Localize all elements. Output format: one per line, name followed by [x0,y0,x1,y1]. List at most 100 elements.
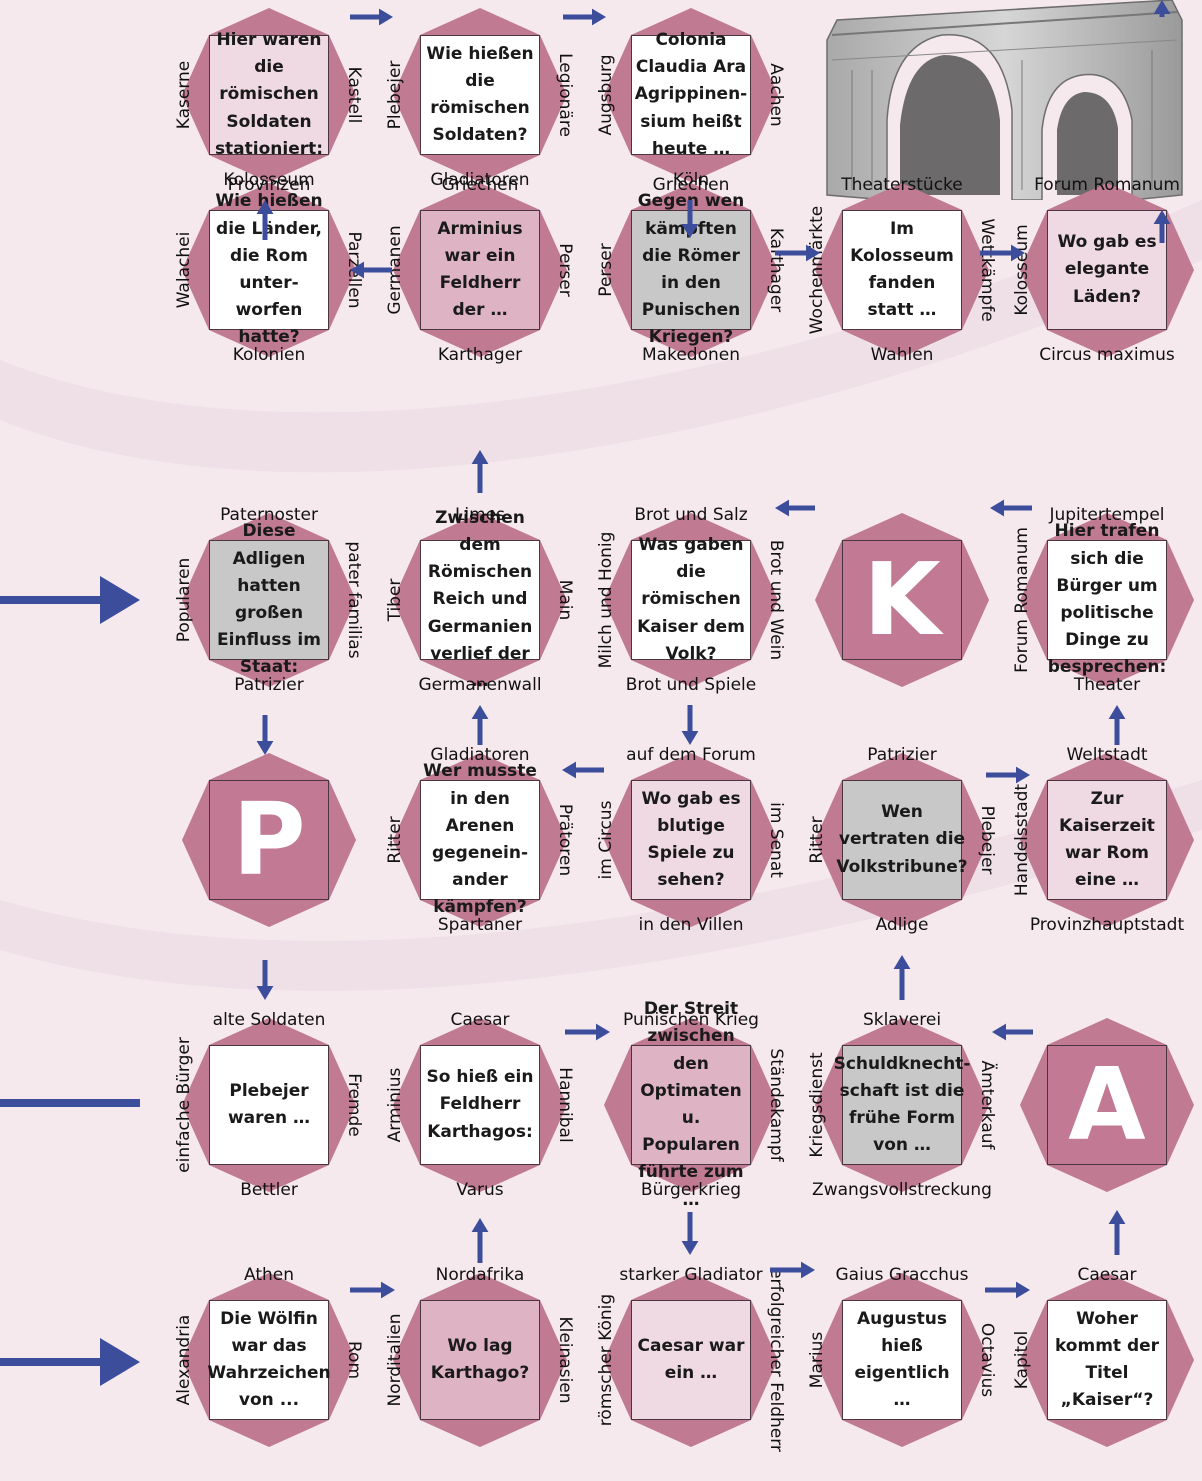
answer-option-right[interactable]: Kleinasien [555,1316,575,1404]
question-card[interactable]: Colonia Claudia Ara Agrippinen- sium hei… [631,30,751,159]
question-card[interactable]: P [209,780,329,900]
answer-option-right[interactable]: Main [555,579,575,621]
answer-option-top[interactable]: Provinzen [227,175,311,195]
board-tile-r2c3[interactable]: Gegen wen kämpften die Römer in den Puni… [596,175,786,365]
answer-option-bottom[interactable]: in den Villen [638,915,744,935]
question-card[interactable]: Arminius war ein Feldherr der … [420,210,540,330]
board-tile-r3c3[interactable]: Was gaben die römischen Kaiser dem Volk?… [596,505,786,695]
answer-option-top[interactable]: Limes [454,505,506,525]
question-card[interactable]: Zwischen dem Römischen Reich und Germani… [420,508,540,691]
question-card[interactable]: A [1047,1045,1167,1165]
question-card[interactable]: Caesar war ein … [631,1300,751,1420]
answer-option-left[interactable]: Milch und Honig [596,531,616,669]
board-tile-r3c4[interactable]: K [807,505,997,695]
answer-option-bottom[interactable]: Kolonien [232,345,306,365]
question-card[interactable]: Wen vertraten die Volkstribune? [836,780,968,900]
answer-option-top[interactable]: Jupitertempel [1049,505,1165,525]
answer-option-left[interactable]: Norditalien [385,1313,405,1407]
answer-option-top[interactable]: Caesar [450,1010,510,1030]
question-card[interactable]: Wie hießen die Länder, die Rom unter- wo… [209,191,329,347]
answer-option-left[interactable]: Kapitol [1012,1330,1032,1390]
answer-option-left[interactable]: Forum Romanum [1012,527,1032,673]
question-card[interactable]: Schuldknecht- schaft ist die frühe Form … [834,1045,970,1165]
answer-option-right[interactable]: erfolgreicher Feldherr [766,1268,786,1452]
answer-option-left[interactable]: Wochenmärkte [807,205,827,335]
answer-option-bottom[interactable]: Gladiatoren [430,170,530,190]
board-tile-r1c3[interactable]: Colonia Claudia Ara Agrippinen- sium hei… [596,0,786,190]
answer-option-right[interactable]: Rom [344,1340,364,1380]
question-card[interactable]: Die Wölfin war das Wahrzeichen von ... [207,1300,331,1420]
answer-option-left[interactable]: Tiber [385,578,405,622]
answer-option-bottom[interactable]: Germanenwall [418,675,542,695]
question-card[interactable]: Im Kolosseum fanden statt … [842,210,962,330]
answer-option-top[interactable]: Gaius Gracchus [835,1265,969,1285]
answer-option-right[interactable]: Aachen [766,63,786,127]
question-card[interactable]: Gegen wen kämpften die Römer in den Puni… [631,191,751,347]
answer-option-top[interactable]: Punischen Krieg [623,1010,759,1030]
answer-option-bottom[interactable]: Zwangsvollstreckung [812,1180,992,1200]
board-tile-r6c1[interactable]: Die Wölfin war das Wahrzeichen von ... At… [174,1265,364,1455]
answer-option-left[interactable]: römscher König [596,1293,616,1427]
answer-option-right[interactable]: Wettkämpfe [977,218,997,322]
answer-option-left[interactable]: Augsburg [596,54,616,136]
answer-option-bottom[interactable]: Adlige [875,915,929,935]
answer-option-right[interactable]: Karthager [766,227,786,313]
answer-option-left[interactable]: Popularen [174,557,194,643]
answer-option-left[interactable]: Kaserne [174,60,194,130]
board-tile-r5c5[interactable]: A [1012,1010,1202,1200]
answer-option-bottom[interactable]: Makedonen [642,345,740,365]
answer-option-bottom[interactable]: Wahlen [870,345,934,365]
question-card[interactable]: Wo lag Karthago? [420,1300,540,1420]
answer-option-top[interactable]: Forum Romanum [1034,175,1180,195]
question-card[interactable]: Woher kommt der Titel „Kaiser“? [1047,1300,1167,1420]
answer-option-top[interactable]: Patrizier [867,745,937,765]
board-tile-r6c4[interactable]: Augustus hieß eigentlich …Gaius Gracchus… [807,1265,997,1455]
question-card[interactable]: Plebejer waren … [209,1045,329,1165]
answer-option-bottom[interactable]: Brot und Spiele [625,675,757,695]
answer-option-right[interactable]: im Senat [766,802,786,878]
answer-option-left[interactable]: Kriegsdienst [807,1052,827,1158]
answer-option-top[interactable]: starker Gladiator [619,1265,763,1285]
answer-option-bottom[interactable]: Provinzhauptstadt [1029,915,1185,935]
answer-option-top[interactable]: Weltstadt [1066,745,1148,765]
answer-option-top[interactable]: Sklaverei [862,1010,942,1030]
answer-option-right[interactable]: Brot und Wein [766,539,786,661]
board-tile-r1c2[interactable]: Wie hießen die römischen Soldaten?Gladia… [385,0,575,190]
answer-option-left[interactable]: Alexandria [174,1314,194,1406]
answer-option-bottom[interactable]: Karthager [437,345,523,365]
answer-option-left[interactable]: Arminius [385,1067,405,1143]
question-card[interactable]: So hieß ein Feldherr Karthagos: [420,1045,540,1165]
board-tile-r5c3[interactable]: Der Streit zwischen den Optimaten u. Pop… [596,999,786,1210]
answer-option-left[interactable]: einfache Bürger [174,1037,194,1173]
question-card[interactable]: Wer musste in den Arenen gegenein- ander… [420,761,540,917]
answer-option-top[interactable]: alte Soldaten [212,1010,326,1030]
answer-option-top[interactable]: Brot und Salz [634,505,748,525]
question-card[interactable]: Der Streit zwischen den Optimaten u. Pop… [631,999,751,1210]
answer-option-right[interactable]: Octavius [977,1322,997,1398]
board-tile-r3c1[interactable]: Diese Adligen hatten großen Einfluss im … [174,505,364,695]
answer-option-left[interactable]: im Circus [596,800,616,880]
board-tile-r1c1[interactable]: Hier waren die römischen Soldaten statio… [174,0,364,190]
answer-option-left[interactable]: Perser [596,243,616,297]
answer-option-top[interactable]: Nordafrika [435,1265,525,1285]
answer-option-top[interactable]: Theaterstücke [841,175,963,195]
answer-option-bottom[interactable]: Varus [456,1180,504,1200]
answer-option-top[interactable]: Griechen [652,175,730,195]
answer-option-top[interactable]: Athen [243,1265,295,1285]
board-tile-r3c5[interactable]: Hier trafen sich die Bürger um politisch… [1012,505,1202,695]
answer-option-bottom[interactable]: Köln [672,170,710,190]
answer-option-right[interactable]: Kastell [344,66,364,124]
answer-option-right[interactable]: Fremde [344,1073,364,1137]
answer-option-left[interactable]: Marius [807,1331,827,1389]
answer-option-left[interactable]: Ritter [385,816,405,864]
answer-option-bottom[interactable]: Theater [1073,675,1141,695]
board-tile-r5c4[interactable]: Schuldknecht- schaft ist die frühe Form … [807,1010,997,1200]
board-tile-r2c1[interactable]: Wie hießen die Länder, die Rom unter- wo… [174,175,364,365]
question-card[interactable]: Hier waren die römischen Soldaten statio… [209,30,329,159]
answer-option-top[interactable]: auf dem Forum [626,745,756,765]
